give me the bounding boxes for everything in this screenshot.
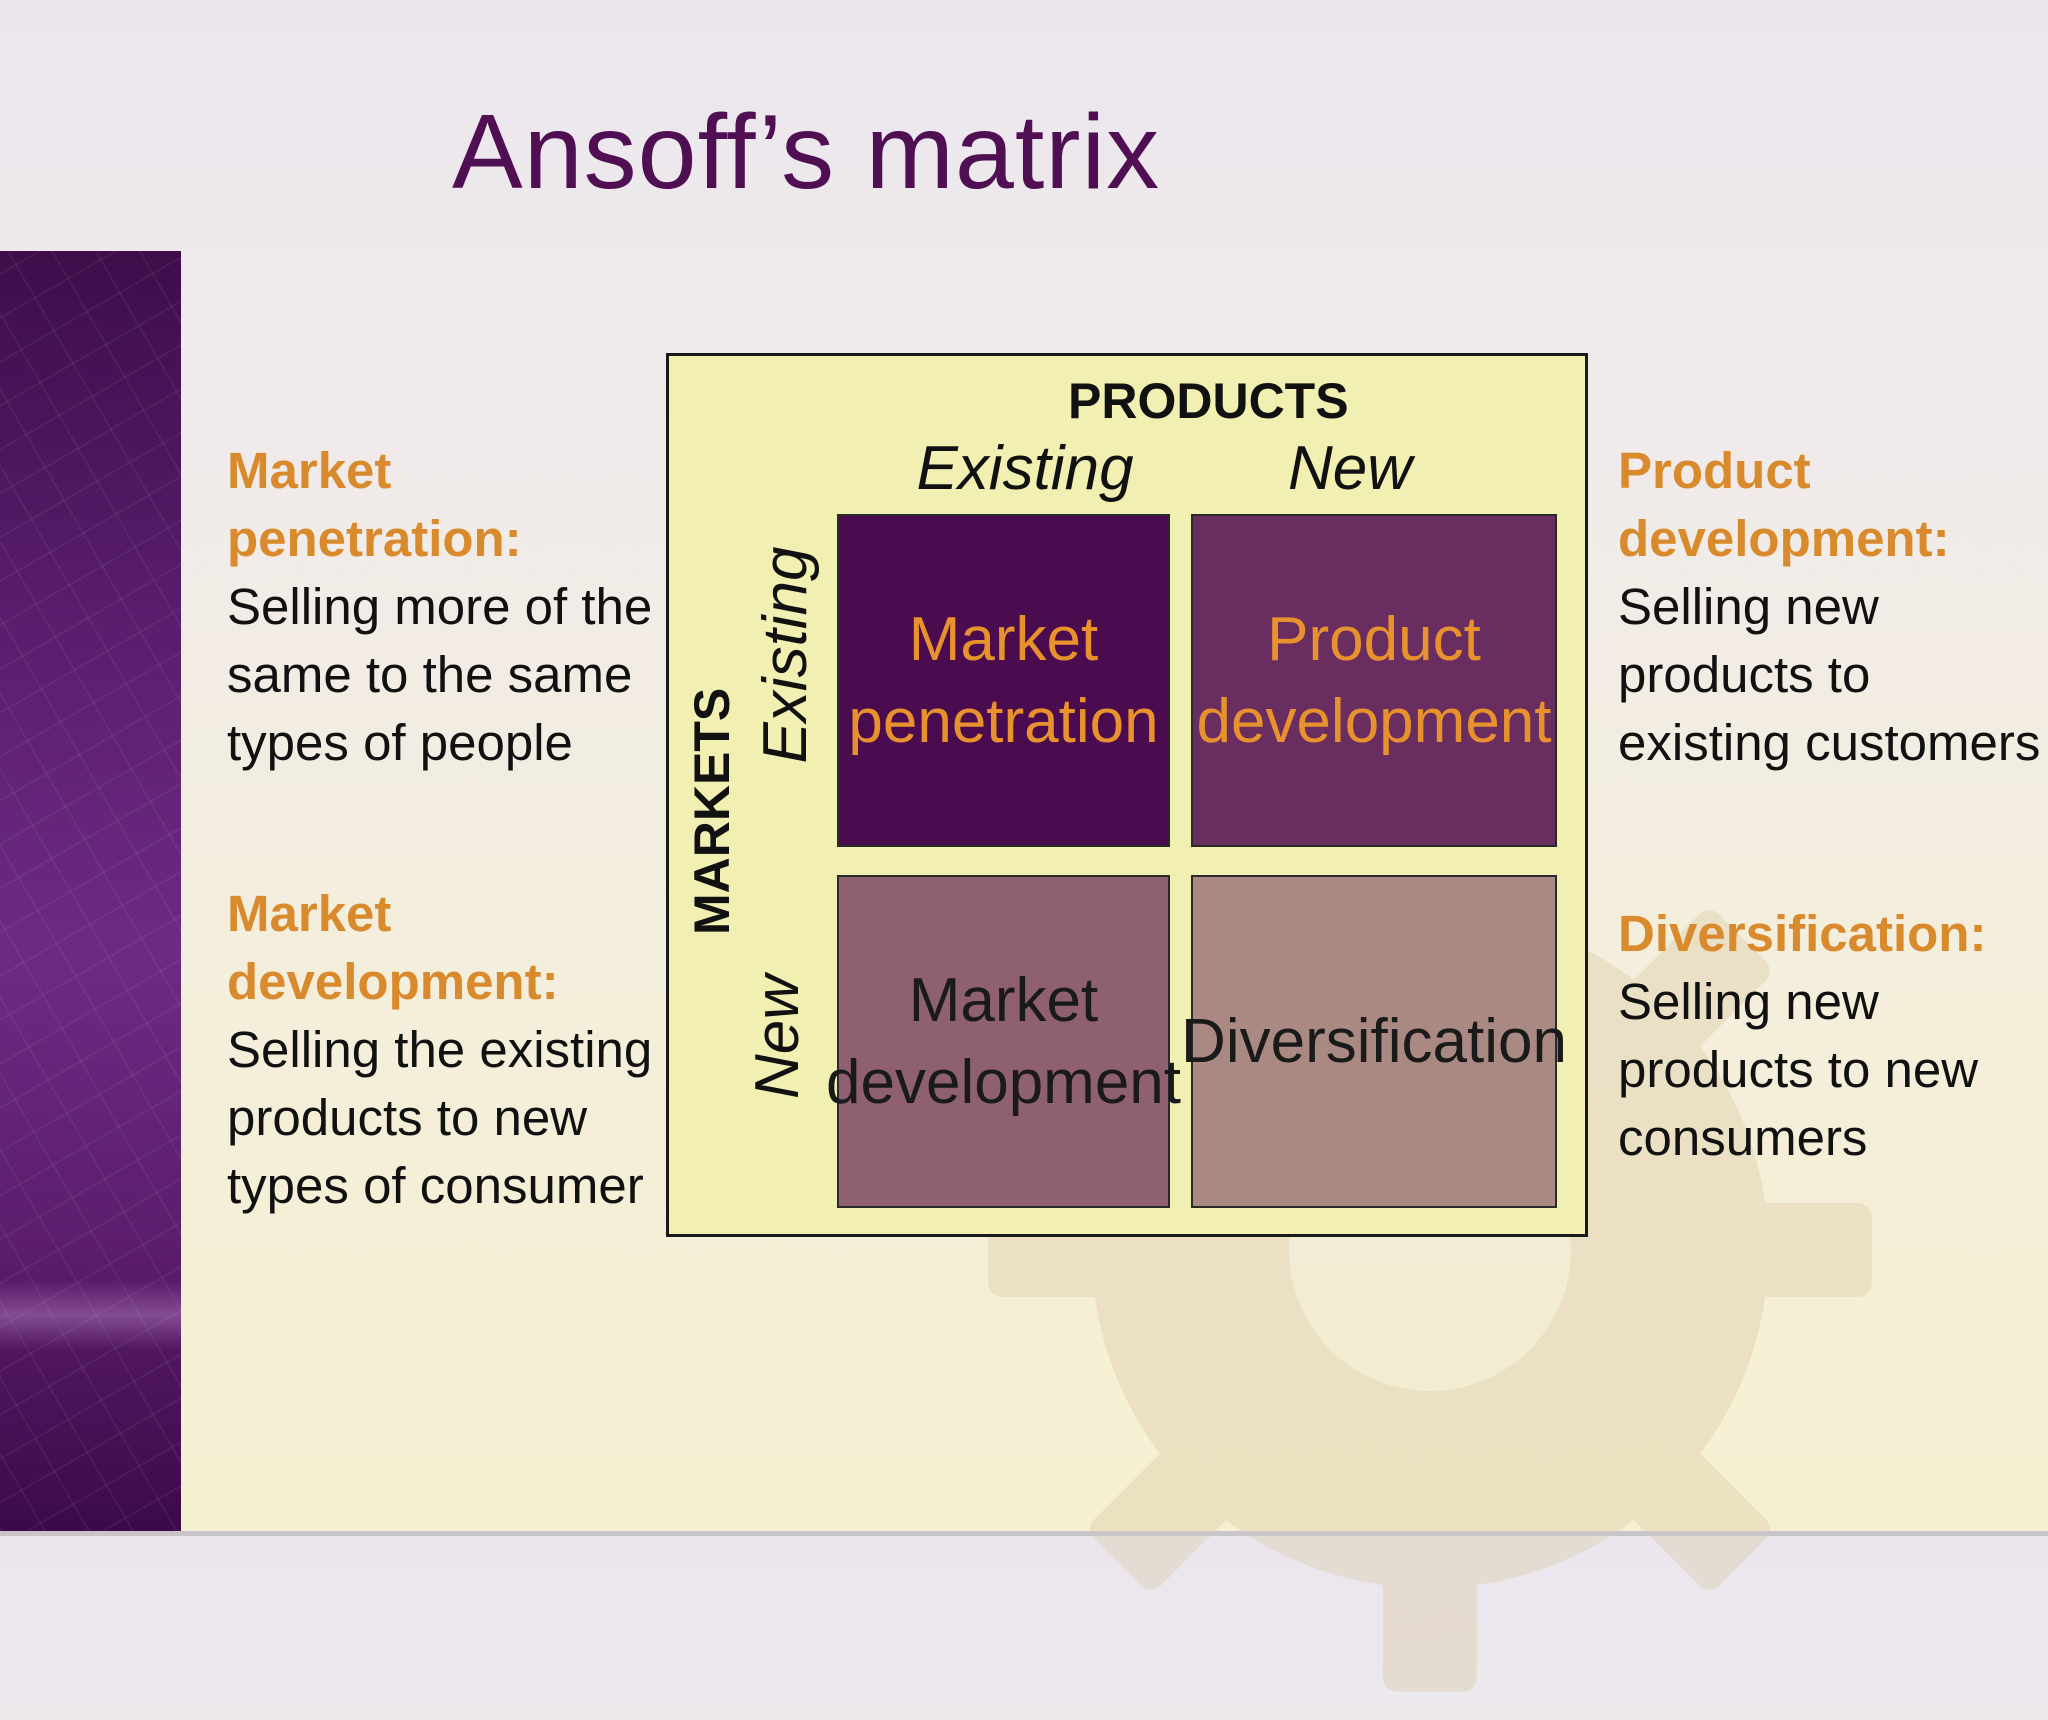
diversification-text: Selling new products to new consumers <box>1618 968 2048 1172</box>
cell-market-development: Market development <box>837 875 1170 1208</box>
left-band-highlight <box>0 1280 181 1350</box>
cell-product-development-label: Product development <box>1193 599 1555 763</box>
product-development-text: Selling new products to existing custome… <box>1618 573 2048 777</box>
row-label-existing: Existing <box>751 525 821 785</box>
bottom-divider <box>0 1531 2048 1536</box>
market-development-description: Market development: Selling the existing… <box>227 880 667 1220</box>
cell-market-penetration: Market penetration <box>837 514 1170 847</box>
slide: Ansoff’s matrix Market penetration: Sell… <box>0 0 2048 1536</box>
market-development-text: Selling the existing products to new typ… <box>227 1016 667 1220</box>
product-development-description: Product development: Selling new product… <box>1618 437 2048 777</box>
slide-title: Ansoff’s matrix <box>452 92 1160 213</box>
cell-diversification: Diversification <box>1191 875 1557 1208</box>
cell-diversification-label: Diversification <box>1181 1001 1567 1083</box>
market-penetration-heading: Market penetration: <box>227 437 667 573</box>
market-development-heading: Market development: <box>227 880 667 1016</box>
row-label-new: New <box>743 957 813 1117</box>
column-label-existing: Existing <box>900 433 1150 504</box>
diversification-heading: Diversification: <box>1618 900 2048 968</box>
column-label-new: New <box>1250 433 1450 504</box>
product-development-heading: Product development: <box>1618 437 2048 573</box>
market-penetration-text: Selling more of the same to the same typ… <box>227 573 667 777</box>
cell-product-development: Product development <box>1191 514 1557 847</box>
cell-market-development-label: Market development <box>826 960 1181 1124</box>
market-penetration-description: Market penetration: Selling more of the … <box>227 437 667 777</box>
cell-market-penetration-label: Market penetration <box>839 599 1168 763</box>
products-axis-label: PRODUCTS <box>1068 372 1328 430</box>
diversification-description: Diversification: Selling new products to… <box>1618 900 2048 1172</box>
markets-axis-label: MARKETS <box>682 695 742 935</box>
